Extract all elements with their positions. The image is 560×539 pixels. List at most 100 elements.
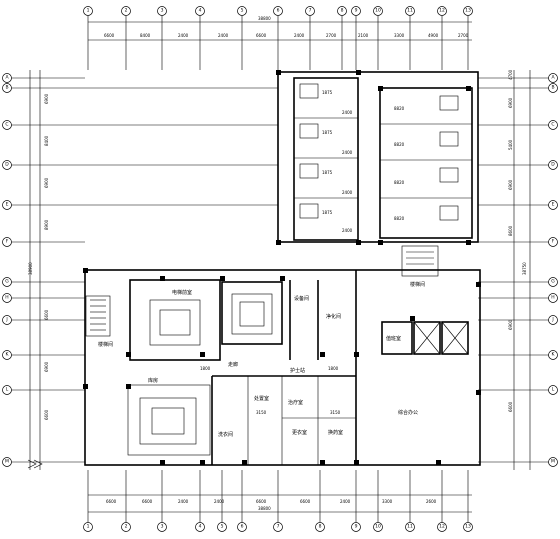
- axis-bubble: C: [2, 120, 12, 130]
- svg-text:10: 10: [375, 8, 381, 14]
- svg-text:8: 8: [319, 524, 322, 530]
- room-label-treatment: 治疗室: [288, 399, 303, 406]
- top-dim: 3300: [394, 33, 405, 38]
- bottom-axis-bubbles: 1 2 3 4 5 6 7 8 9 10 11 12 13: [83, 522, 473, 532]
- svg-text:7: 7: [277, 524, 280, 530]
- top-dim: 2400: [218, 33, 229, 38]
- svg-text:6: 6: [241, 524, 244, 530]
- left-dim: 8400: [44, 135, 49, 146]
- svg-text:E: E: [552, 202, 555, 208]
- room-label-storage: 库房: [148, 377, 158, 384]
- svg-text:5: 5: [241, 8, 244, 14]
- svg-text:3: 3: [161, 524, 164, 530]
- svg-text:2: 2: [125, 524, 128, 530]
- axis-bubble: D: [548, 160, 558, 170]
- dim-label: 3150: [256, 410, 267, 415]
- dimension-frame: [29, 21, 531, 513]
- axis-bubble: 11: [405, 522, 415, 532]
- axis-bubble: 8: [315, 522, 325, 532]
- central-core: [84, 245, 481, 466]
- dim-label: 1875: [322, 210, 333, 215]
- north-wing: [277, 71, 479, 243]
- axis-bubble: 3: [157, 6, 167, 16]
- axis-bubble: 5: [237, 6, 247, 16]
- svg-text:E: E: [6, 202, 9, 208]
- svg-text:12: 12: [439, 524, 445, 530]
- room-label-clean-room: 净化间: [326, 313, 341, 320]
- dim-label: 1800: [328, 366, 339, 371]
- svg-text:G: G: [5, 279, 9, 285]
- svg-text:A: A: [5, 75, 9, 81]
- room-label-nurse-station: 护士站: [290, 367, 305, 374]
- right-dim: 4700: [508, 69, 513, 80]
- bottom-total-dim: 38800: [258, 506, 271, 511]
- svg-text:5: 5: [221, 524, 224, 530]
- svg-text:9: 9: [355, 8, 358, 14]
- svg-text:C: C: [5, 122, 8, 128]
- top-dim: 8400: [140, 33, 151, 38]
- room-label-equipment: 设备间: [294, 295, 309, 302]
- axis-bubble: J: [2, 315, 12, 325]
- top-dim: 2400: [294, 33, 305, 38]
- dim-label: 2400: [342, 110, 353, 115]
- svg-text:13: 13: [465, 524, 471, 530]
- axis-bubble: K: [548, 350, 558, 360]
- svg-text:M: M: [5, 459, 9, 465]
- axis-bubble: A: [548, 73, 558, 83]
- dim-label: 1800: [200, 366, 211, 371]
- left-dim: 6900: [44, 361, 49, 372]
- top-axis-grid: [87, 16, 469, 70]
- svg-text:12: 12: [439, 8, 445, 14]
- axis-bubble: E: [2, 200, 12, 210]
- svg-text:7: 7: [309, 8, 312, 14]
- structural-columns: [83, 70, 481, 465]
- top-dim: 6600: [256, 33, 267, 38]
- svg-text:A: A: [551, 75, 555, 81]
- bottom-dim: 3300: [382, 499, 393, 504]
- svg-text:H: H: [551, 295, 554, 301]
- svg-text:2: 2: [125, 8, 128, 14]
- right-axis-bubbles: A B C D E F G H J K L M: [548, 73, 558, 467]
- room-label-stair-2: 楼梯间: [410, 281, 425, 288]
- axis-bubble: 4: [195, 6, 205, 16]
- bottom-dim: 6600: [142, 499, 153, 504]
- axis-bubble: 6: [237, 522, 247, 532]
- axis-bubble: 13: [463, 522, 473, 532]
- svg-text:8: 8: [341, 8, 344, 14]
- dim-label: 1875: [322, 130, 333, 135]
- svg-text:J: J: [551, 317, 553, 323]
- axis-bubble: G: [2, 277, 12, 287]
- right-axis-grid: [478, 77, 552, 463]
- break-lines: [27, 459, 43, 469]
- dim-label: 8820: [394, 180, 405, 185]
- top-total-dim: 38800: [258, 16, 271, 21]
- left-dim: 6600: [44, 409, 49, 420]
- axis-bubble: 9: [351, 522, 361, 532]
- axis-bubble: 2: [121, 522, 131, 532]
- svg-text:11: 11: [407, 524, 413, 530]
- svg-text:B: B: [5, 85, 8, 91]
- dim-label: 8820: [394, 216, 405, 221]
- north-wing-labels: 1875 2400 1875 2400 1875 2400 1875 2400 …: [322, 90, 405, 233]
- axis-bubble: 10: [373, 6, 383, 16]
- top-dim: 4900: [428, 33, 439, 38]
- axis-bubble: G: [548, 277, 558, 287]
- right-total-dim: 38750: [522, 262, 527, 275]
- axis-bubble: C: [548, 120, 558, 130]
- svg-text:C: C: [551, 122, 554, 128]
- axis-bubble: B: [2, 83, 12, 93]
- bottom-dim: 2400: [340, 499, 351, 504]
- axis-bubble: F: [2, 237, 12, 247]
- axis-bubble: B: [548, 83, 558, 93]
- svg-text:L: L: [6, 387, 9, 393]
- left-axis-grid: [8, 77, 278, 463]
- bottom-axis-grid: [87, 470, 469, 522]
- svg-text:G: G: [551, 279, 555, 285]
- axis-bubble: 8: [337, 6, 347, 16]
- axis-bubble: J: [548, 315, 558, 325]
- axis-bubble: 9: [351, 6, 361, 16]
- dim-label: 8820: [394, 106, 405, 111]
- svg-text:M: M: [551, 459, 555, 465]
- right-dim: 6900: [508, 319, 513, 330]
